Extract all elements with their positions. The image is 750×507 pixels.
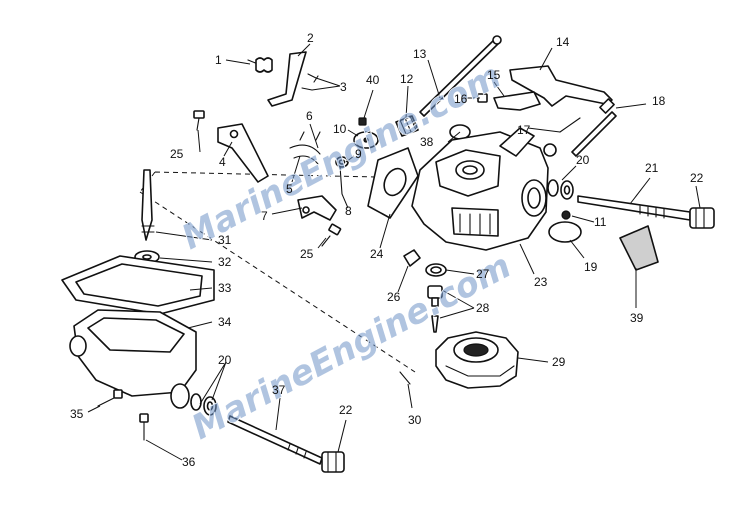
callout-24: 24: [370, 247, 384, 261]
callout-36: 36: [182, 455, 196, 469]
part-bracket-7: [297, 195, 337, 221]
part-gasket-33: [61, 255, 215, 315]
part-shaft-18: [571, 98, 617, 157]
callout-12: 12: [400, 72, 414, 86]
callout-37: 37: [272, 383, 286, 397]
part-pin-30: [399, 371, 411, 385]
callout-14: 14: [556, 35, 570, 49]
callout-27: 27: [476, 267, 490, 281]
callout-26: 26: [387, 290, 401, 304]
callout-16: 16: [454, 92, 468, 106]
callout-10: 10: [333, 122, 347, 136]
callout-25b: 25: [300, 247, 314, 261]
part-washers-20b: [190, 393, 217, 416]
callout-3: 3: [340, 80, 347, 94]
callout-22a: 22: [690, 171, 704, 185]
part-jet-28: [427, 285, 443, 333]
part-needle-31: [141, 169, 155, 241]
part-lever-2: [267, 51, 307, 107]
callout-18: 18: [652, 94, 666, 108]
part-screw-25b: [321, 223, 342, 247]
part-pin-8: [339, 165, 343, 195]
part-washers-20a: [547, 179, 574, 200]
part-spring-1: [247, 57, 273, 73]
callout-22b: 22: [339, 403, 353, 417]
part-float-29: [435, 331, 519, 389]
callout-labels: 1 2 3 4 5 6 7 8 9 10 11 12 13 14 15 16 1…: [70, 31, 704, 469]
callout-8: 8: [345, 204, 352, 218]
part-nut-22b: [321, 451, 345, 473]
callout-31: 31: [218, 233, 232, 247]
leader-lines: [87, 43, 701, 461]
part-plug-39: [619, 225, 659, 271]
callout-25a: 25: [170, 147, 184, 161]
callout-21: 21: [645, 161, 659, 175]
part-nut-22a: [689, 207, 715, 229]
callout-5: 5: [286, 182, 293, 196]
part-bowl-34: [69, 309, 197, 409]
callout-23: 23: [534, 275, 548, 289]
callout-7: 7: [261, 209, 268, 223]
part-oring-27: [425, 263, 447, 277]
part-link-4: [217, 123, 269, 183]
callout-6: 6: [306, 109, 313, 123]
callout-30: 30: [408, 413, 422, 427]
callout-1: 1: [215, 53, 222, 67]
part-carburetor-body-23: [411, 127, 557, 251]
part-pin-17: [559, 117, 581, 133]
callout-28: 28: [476, 301, 490, 315]
part-springs-5-6: [289, 131, 321, 165]
callout-9: 9: [355, 147, 362, 161]
callout-34: 34: [218, 315, 232, 329]
callout-35: 35: [70, 407, 84, 421]
callout-20b: 20: [218, 353, 232, 367]
callout-13: 13: [413, 47, 427, 61]
callout-11: 11: [594, 215, 607, 229]
callout-32: 32: [218, 255, 232, 269]
callout-29: 29: [552, 355, 566, 369]
callout-19: 19: [584, 260, 598, 274]
part-gasket-24: [367, 147, 419, 219]
callout-20a: 20: [576, 153, 590, 167]
callout-17: 17: [517, 123, 531, 137]
callout-2: 2: [307, 31, 314, 45]
callout-39: 39: [630, 311, 644, 325]
part-screw-25a: [193, 110, 205, 131]
callout-33: 33: [218, 281, 232, 295]
part-washer-10: [353, 131, 379, 149]
part-lever-15: [493, 91, 541, 111]
part-clips-3: [301, 73, 319, 91]
callout-38: 38: [420, 135, 434, 149]
callout-15: 15: [487, 68, 501, 82]
part-nut-26: [403, 249, 421, 267]
part-spring-12: [395, 115, 419, 137]
part-plate-19: [548, 221, 582, 243]
part-oring-9: [335, 156, 349, 168]
part-screw-36: [139, 413, 149, 441]
part-screw-11: [561, 210, 571, 220]
callout-40: 40: [366, 73, 380, 87]
callout-4: 4: [219, 155, 226, 169]
part-needle-37: [227, 415, 323, 465]
part-screw-40: [358, 117, 367, 126]
part-screw-35: [97, 389, 123, 407]
